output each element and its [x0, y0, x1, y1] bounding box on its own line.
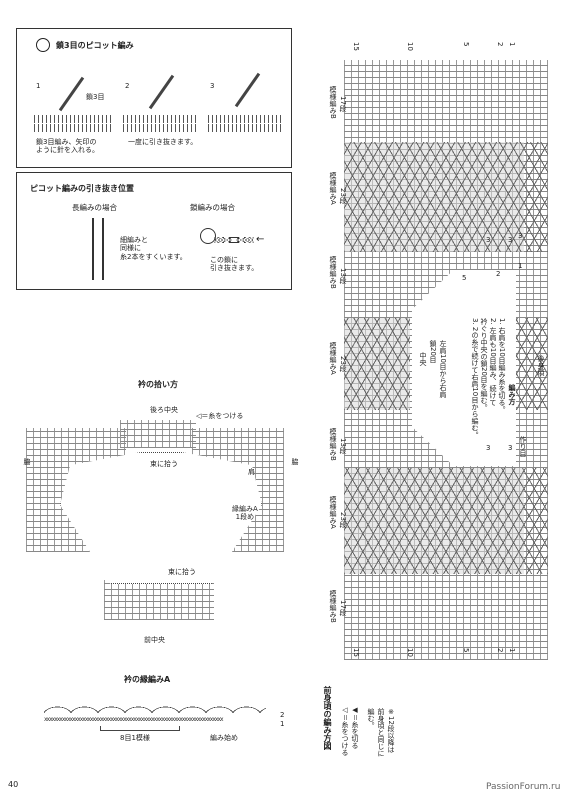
step1-chain-label: 鎖3目: [86, 93, 105, 101]
small-num-4: 3: [486, 444, 491, 452]
chain-picot-icon: [200, 228, 216, 244]
step2-fabric: [123, 115, 197, 123]
slip-position-box: [16, 172, 292, 290]
picot-title: 鎖3目のピコット編み: [56, 41, 134, 50]
back-body-label: 後身頃: [537, 355, 545, 376]
section-7-name: 模様編みB: [329, 590, 337, 623]
section-3-name: 模様編みB: [329, 256, 337, 289]
small-num-6: 2: [496, 270, 501, 278]
attach-legend: ◁＝糸をつける: [196, 412, 244, 420]
step3-number: 3: [210, 82, 215, 90]
instructions-title: 編み方: [508, 384, 516, 405]
small-num-8: 5: [462, 274, 467, 282]
back-center-label: 後ろ中央: [150, 406, 178, 414]
section-2-name: 模様編みA: [329, 172, 337, 205]
section-7-rows: 17段: [339, 600, 347, 616]
instruction-2: 2. 左肩も10目編み、続けて: [489, 318, 497, 406]
section-6-rows: 23段: [339, 512, 347, 528]
small-num-1: 3: [486, 236, 491, 244]
double-crochet-stitch-icon: [92, 218, 104, 280]
collar-grid-top: [120, 420, 196, 448]
chain-caption: この鎖に 引き抜きます。: [210, 256, 259, 273]
pattern-a-fans-3: [344, 468, 548, 574]
body-chart-note: ※12段以降は 前身頃と同じに 編む。: [367, 708, 395, 757]
legend-attach: ◁＝糸をつける: [341, 706, 349, 756]
pattern-a-fans-2r: [516, 318, 548, 410]
section-3-rows: 13段: [339, 268, 347, 284]
step2-caption: 一度に引き抜きます。: [128, 138, 198, 146]
section-5-name: 模様編みB: [329, 428, 337, 461]
edging-base-row: xxxxxxxxxxxxxxxxxxxxxxxxxxxxxxxxxxxxxxxx…: [44, 716, 224, 723]
step1-number: 1: [36, 82, 41, 90]
repeat-label: 8目1模様: [120, 734, 150, 742]
bundle-bottom-label: 束に拾う: [168, 568, 196, 576]
side-left-label: 脇: [23, 458, 31, 465]
foundation-label: 作り目: [519, 436, 527, 457]
instruction-1: 1. 右肩を10目編み糸を切る。: [498, 318, 506, 413]
collar-pickup-title: 衿の拾い方: [138, 380, 178, 389]
double-crochet-label: 長編みの場合: [72, 203, 117, 212]
row-marker-top-15: 15: [352, 42, 360, 51]
body-chart-title: 前身頃の編み方図: [323, 686, 332, 750]
instruction-4: 3. 2の糸で続けて右肩10目から編む。: [471, 318, 479, 439]
section-4-rows: 23段: [339, 356, 347, 372]
step3-fabric: [208, 115, 283, 123]
step1-caption: 鎖3目編み、矢印の ように針を入れる。: [36, 138, 99, 155]
row-marker-bottom-2: 2: [496, 648, 504, 653]
row-marker-bottom-5: 5: [462, 648, 470, 653]
section-4-name: 模様編みA: [329, 342, 337, 375]
step2-number: 2: [125, 82, 130, 90]
chain-stitches-icon: [214, 237, 254, 243]
watermark: PassionForum.ru: [486, 782, 561, 792]
step1-fabric-2: [34, 124, 112, 132]
start-label: 編み始め: [210, 734, 238, 742]
section-1-rows: 17段: [339, 96, 347, 112]
row-marker-bottom-1: 1: [508, 648, 516, 653]
small-num-5: 3: [508, 444, 513, 452]
slip-position-title: ピコット編みの引き抜き位置: [30, 184, 134, 193]
step2-fabric-2: [123, 124, 197, 132]
picot-box: [16, 28, 292, 168]
section-6-name: 模様編みA: [329, 496, 337, 529]
step1-fabric: [34, 115, 112, 123]
step3-fabric-2: [208, 124, 283, 132]
neck-note: 左肩10目から右肩 鎖20目: [429, 340, 447, 398]
edging-row-1: 1: [280, 720, 285, 728]
section-5-rows: 13段: [339, 438, 347, 454]
loop-symbol-icon: [36, 38, 50, 52]
shoulder-label: 肩: [248, 468, 255, 476]
arrow-left-icon: ←: [256, 234, 265, 245]
row-marker-top-10: 10: [406, 42, 414, 51]
side-right-label: 脇: [291, 458, 299, 465]
collar-grid-bottom: [104, 580, 214, 620]
repeat-bracket: [100, 726, 180, 731]
row-marker-bottom-15: 15: [352, 648, 360, 657]
row-marker-bottom-10: 10: [406, 648, 414, 657]
edging-row-2: 2: [280, 711, 285, 719]
small-num-2: 3: [508, 236, 513, 244]
neckline-cutout: [412, 270, 516, 466]
row-marker-top-1: 1: [508, 42, 516, 47]
small-num-3: 1: [518, 262, 523, 270]
section-2-rows: 23段: [339, 188, 347, 204]
pattern-a-fans-2: [344, 318, 410, 410]
section-1-name: 模様編みB: [329, 86, 337, 119]
bundle-top-label: 束に拾う: [150, 460, 178, 468]
collar-edging-title: 衿の縁編みA: [124, 675, 171, 684]
instruction-3: 衿ぐり中央の鎖20目を編む。: [480, 318, 488, 411]
row-marker-top-2: 2: [496, 42, 504, 47]
row-marker-top-5: 5: [462, 42, 470, 47]
edging-row-label: 縁編みA 1段め: [232, 505, 258, 522]
double-crochet-caption: 細編みと 同様に 糸2本をすくいます。: [120, 236, 187, 261]
neck-center-label: 中央: [419, 352, 427, 366]
legend-cut: ◀＝糸を切る: [351, 706, 359, 749]
chain-label: 鎖編みの場合: [190, 203, 235, 212]
small-num-7: 3: [518, 232, 523, 240]
page-number: 40: [8, 780, 19, 789]
front-center-label: 前中央: [144, 636, 165, 644]
edging-scallops: [44, 694, 266, 716]
pattern-a-fans-1: [344, 142, 548, 252]
